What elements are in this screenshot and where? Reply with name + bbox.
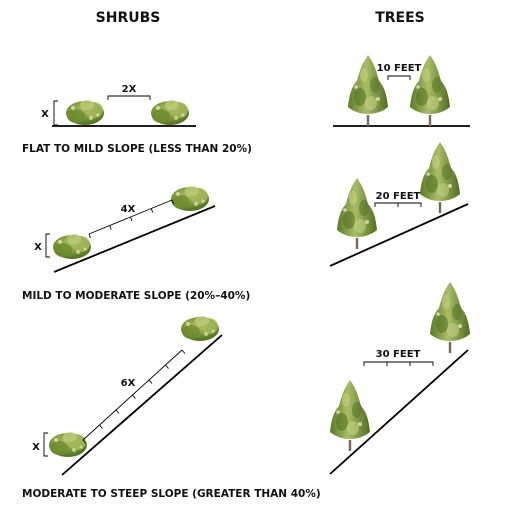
tree-spacing-label: 20 FEET (376, 191, 421, 202)
shrub-slope-line (61, 334, 223, 476)
tree (430, 282, 470, 353)
shrub (53, 234, 91, 259)
shrub (49, 432, 87, 457)
shrub (171, 186, 209, 211)
shrubs-header: SHRUBS (96, 10, 161, 26)
trees-header: TREES (375, 10, 425, 26)
shrub-spacing-bracket (107, 95, 151, 100)
shrub-spacing-label: 4X (121, 204, 136, 215)
tree-spacing-bracket (363, 361, 434, 366)
shrub-spacing-label: 6X (121, 378, 136, 389)
shrub-spacing-label: 2X (122, 84, 137, 95)
shrub (151, 100, 189, 125)
tree-slope-line (329, 349, 469, 475)
shrub (181, 316, 219, 341)
tree (337, 178, 377, 249)
shrub-height-bracket (43, 432, 48, 457)
row-caption: MILD TO MODERATE SLOPE (20%–40%) (22, 290, 250, 302)
row-caption: FLAT TO MILD SLOPE (LESS THAN 20%) (22, 143, 252, 155)
row-mild-moderate: X 4X 20 FEET MILD TO MODERATE SLOPE (20%… (22, 142, 469, 302)
row-moderate-steep: X 6X 30 FEET MODERATE TO STEEP SLOPE (GR… (22, 282, 470, 500)
tree (420, 142, 460, 213)
row-flat: X 2X 10 FEET FLAT TO MILD SLOPE (LESS TH… (22, 55, 470, 155)
tree-spacing-label: 30 FEET (376, 349, 421, 360)
tree-spacing-bracket (387, 75, 411, 80)
shrub-height-label: X (34, 242, 42, 253)
shrub (66, 100, 104, 125)
shrub-height-bracket (45, 233, 50, 258)
tree-slope-line (329, 203, 469, 267)
tree (330, 380, 370, 451)
row-caption: MODERATE TO STEEP SLOPE (GREATER THAN 40… (22, 488, 321, 500)
tree-spacing-label: 10 FEET (377, 63, 422, 74)
shrub-slope-line (53, 205, 216, 273)
shrub-height-label: X (41, 109, 49, 120)
shrub-height-bracket (53, 100, 58, 126)
shrub-height-label: X (32, 442, 40, 453)
